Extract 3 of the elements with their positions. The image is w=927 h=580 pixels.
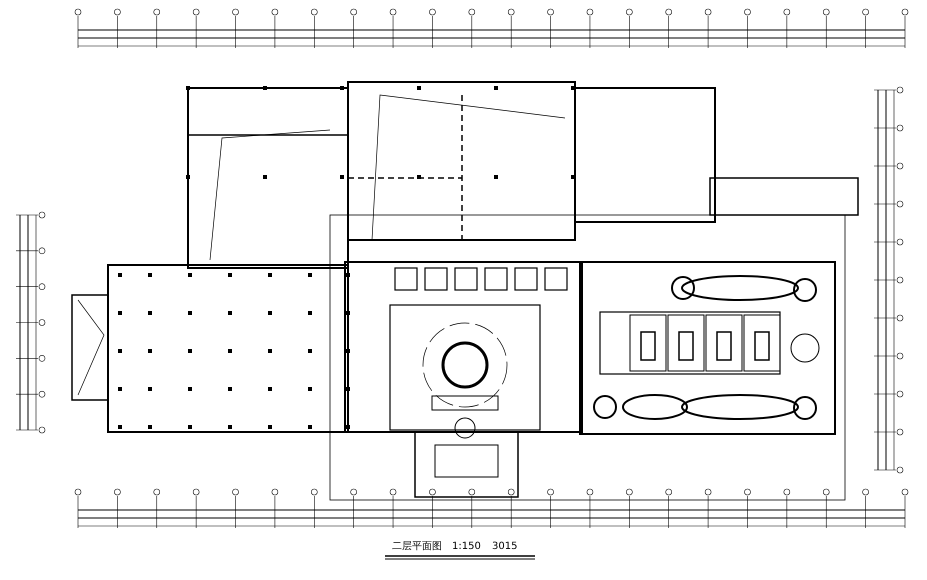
area-value: 3015 xyxy=(492,541,518,553)
scale-label: 1:150 xyxy=(452,541,481,553)
drawing-title: 二层平面图 xyxy=(392,541,442,553)
